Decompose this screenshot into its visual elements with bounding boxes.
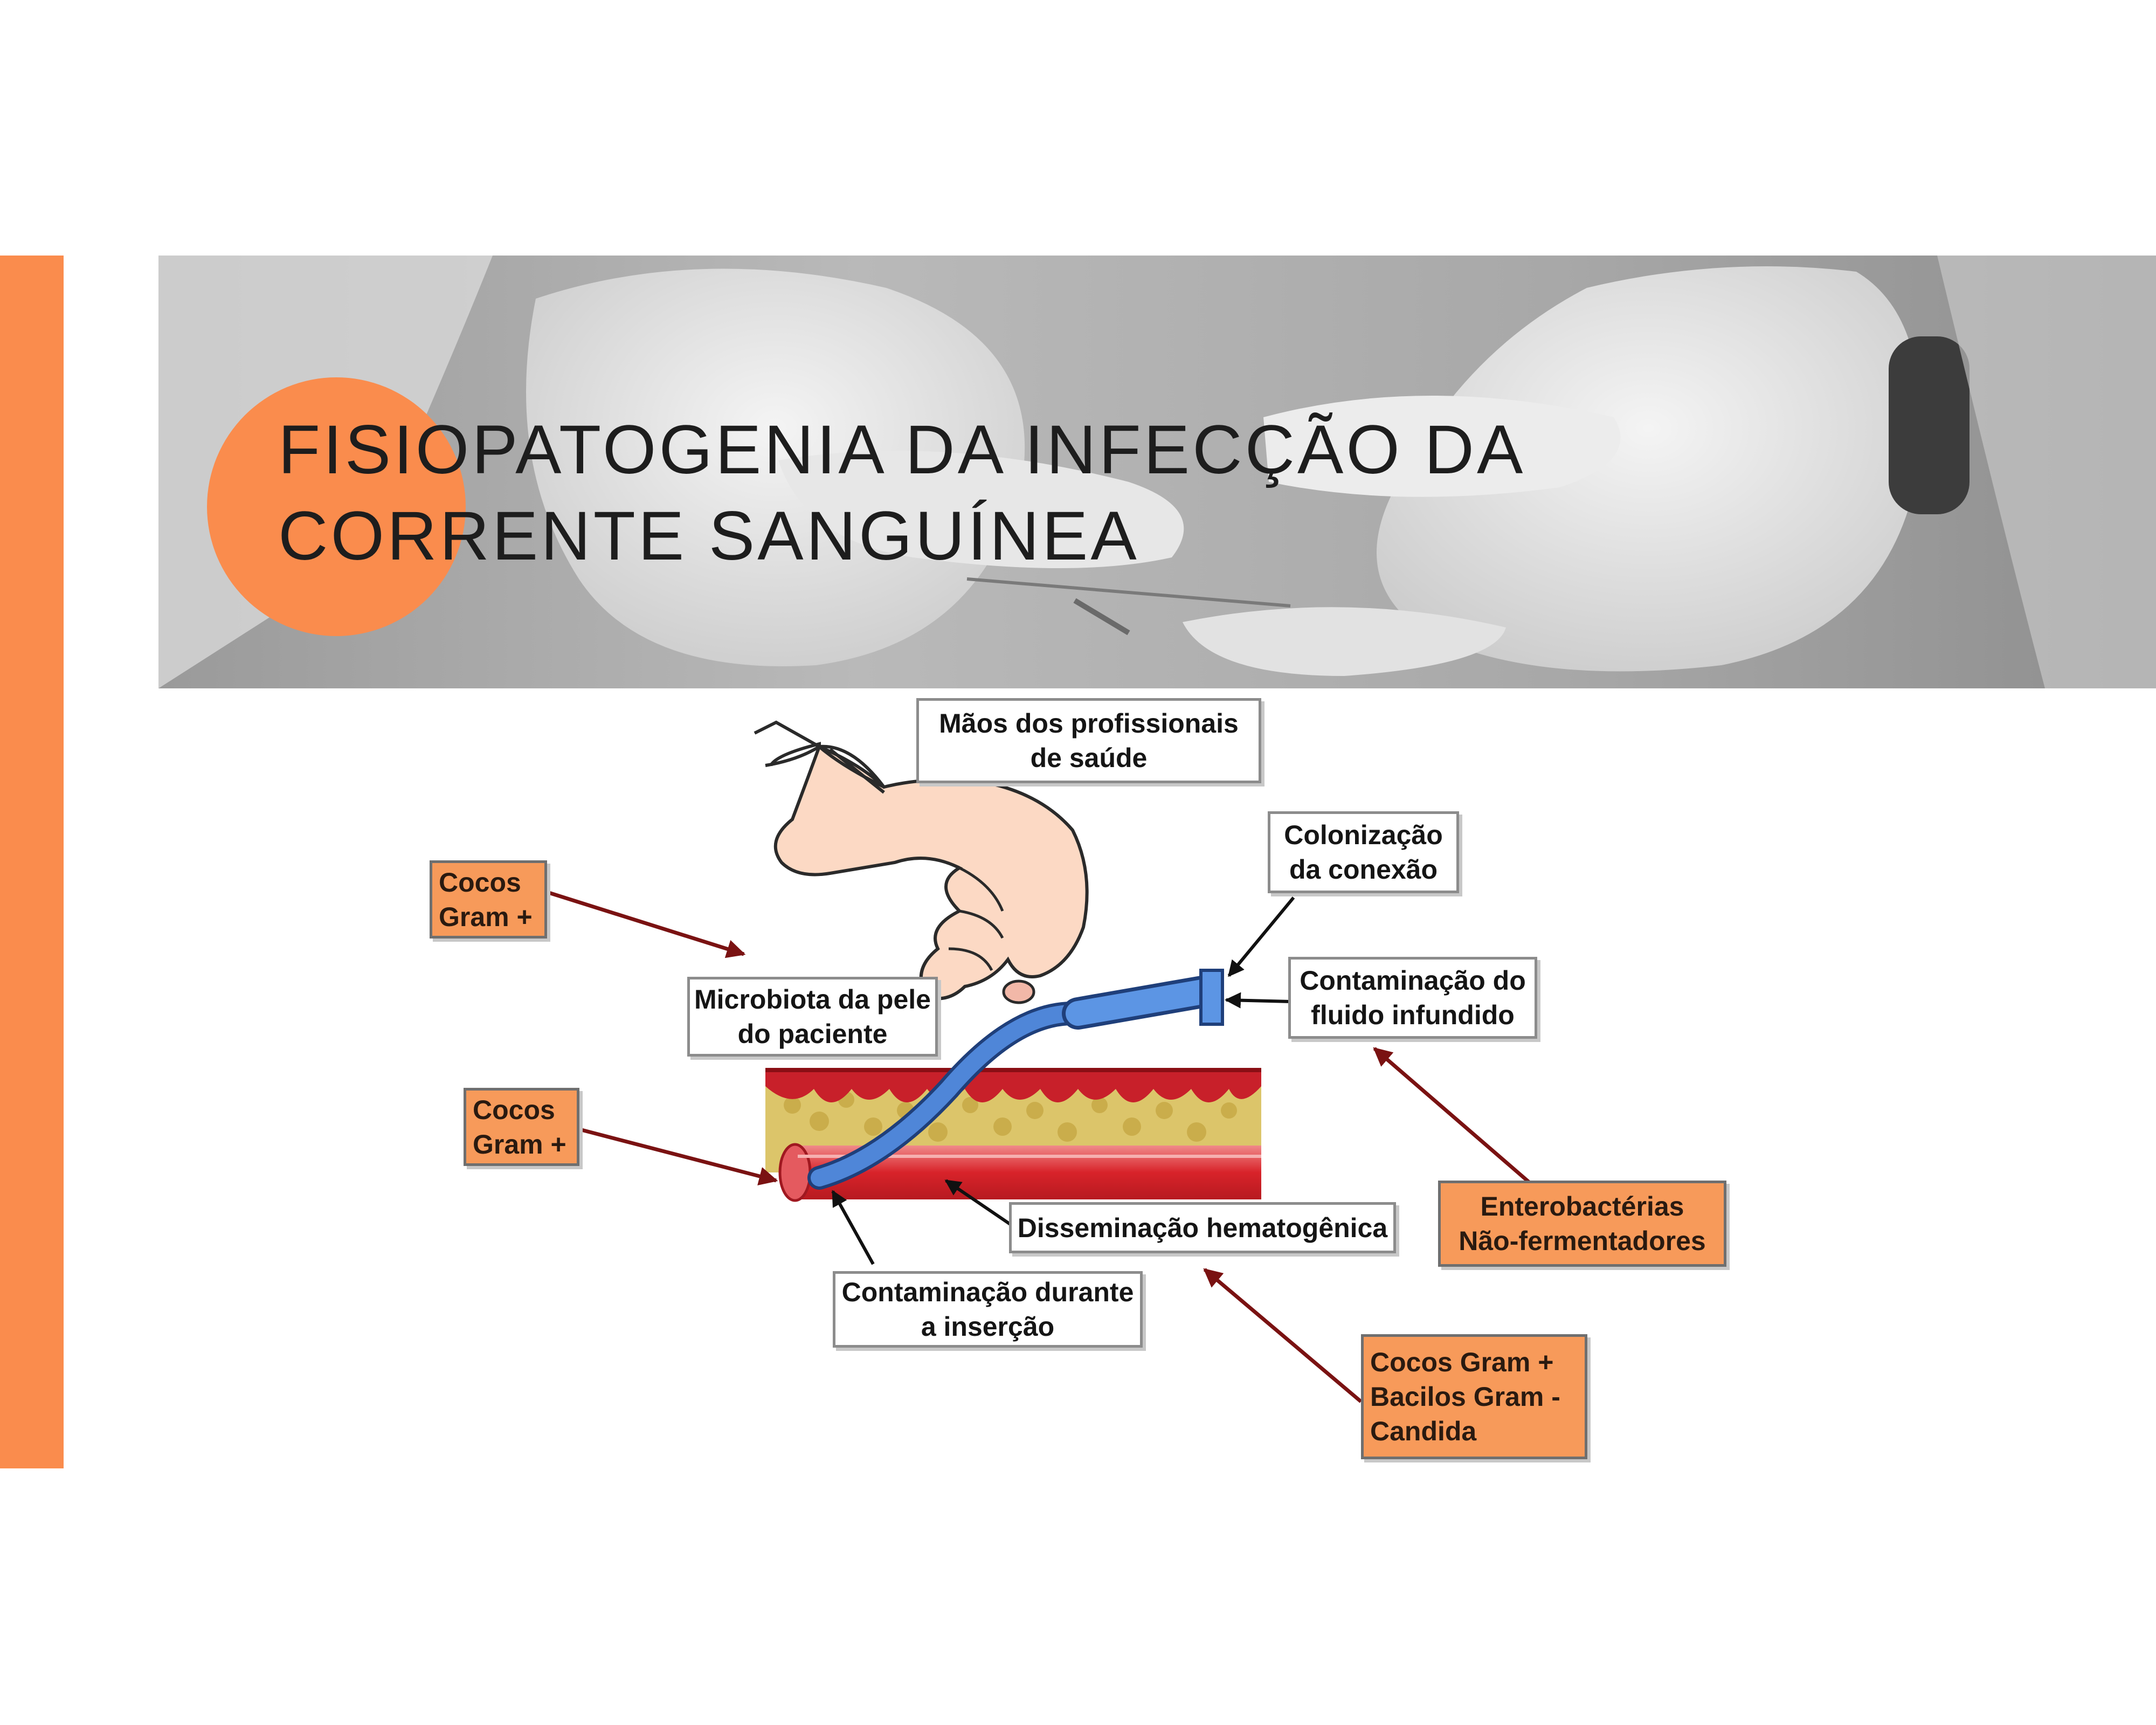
title-line-1: FISIOPATOGENIA DA INFECÇÃO DA	[278, 411, 1526, 488]
organism-box-skin-bottom: Cocos Gram +	[464, 1088, 579, 1166]
arrow-connection	[1227, 896, 1295, 977]
gloved-hands-photo	[158, 256, 2156, 688]
label-fluid-line-2: fluido infundido	[1311, 1000, 1515, 1030]
label-hands-line-1: Mãos dos profissionais	[939, 708, 1239, 739]
organism-hematogenous-line-3: Candida	[1370, 1416, 1477, 1446]
label-connection-line-2: da conexão	[1289, 854, 1438, 885]
label-skin-line-1: Microbiota da pele	[694, 984, 931, 1015]
arrow-insertion	[831, 1190, 875, 1265]
organism-fluid-line-2: Não-fermentadores	[1459, 1226, 1706, 1256]
arrow-skin-bottom	[579, 1127, 778, 1186]
organism-skin-top-line-2: Gram +	[439, 901, 533, 932]
accent-circle	[207, 377, 466, 636]
organism-arrows	[546, 890, 1535, 1403]
catheter	[807, 969, 1224, 1190]
label-fluid-contamination: Contaminação do fluido infundido	[1288, 957, 1537, 1039]
label-skin-line-2: do paciente	[737, 1019, 888, 1049]
label-hands-line-2: de saúde	[1030, 743, 1148, 773]
arrow-fluid	[1373, 1047, 1535, 1188]
organism-skin-bottom-line-2: Gram +	[473, 1129, 566, 1160]
label-fluid-line-1: Contaminação do	[1300, 965, 1526, 996]
label-insertion-line-2: a inserção	[921, 1312, 1055, 1342]
organism-hematogenous-line-2: Bacilos Gram -	[1370, 1382, 1560, 1412]
organism-box-hematogenous: Cocos Gram + Bacilos Gram - Candida	[1361, 1334, 1587, 1459]
organism-skin-bottom-line-1: Cocos	[473, 1094, 555, 1125]
arrow-skin-top	[546, 890, 746, 958]
organism-skin-top-line-1: Cocos	[439, 867, 521, 898]
label-hands: Mãos dos profissionais de saúde	[916, 698, 1261, 783]
pointer-arrows	[831, 896, 1295, 1265]
arrow-hematogenous	[1203, 1268, 1363, 1403]
title-line-2: CORRENTE SANGUÍNEA	[278, 498, 1139, 575]
label-connection: Colonização da conexão	[1268, 811, 1459, 893]
arrow-hematogenous-pointer	[944, 1179, 1014, 1228]
label-insertion-line-1: Contaminação durante	[841, 1277, 1134, 1307]
organism-fluid-line-1: Enterobactérias	[1480, 1191, 1684, 1222]
label-skin-microbiota: Microbiota da pele do paciente	[687, 977, 938, 1057]
organism-box-fluid: Enterobactérias Não-fermentadores	[1438, 1181, 1726, 1267]
arrow-fluid-pointer	[1225, 992, 1291, 1009]
header-banner-photo	[158, 256, 2156, 688]
organism-hematogenous-line-1: Cocos Gram +	[1370, 1347, 1554, 1377]
page-title: FISIOPATOGENIA DA INFECÇÃO DA CORRENTE S…	[278, 407, 1895, 579]
organism-box-skin-top: Cocos Gram +	[430, 860, 547, 939]
label-hematogenous-line-1: Disseminação hematogênica	[1017, 1212, 1388, 1243]
accent-side-bar	[0, 256, 64, 1468]
label-insertion-contamination: Contaminação durante a inserção	[833, 1271, 1143, 1348]
label-hematogenous-dissemination: Disseminação hematogênica	[1009, 1202, 1396, 1253]
label-connection-line-1: Colonização	[1284, 820, 1443, 850]
